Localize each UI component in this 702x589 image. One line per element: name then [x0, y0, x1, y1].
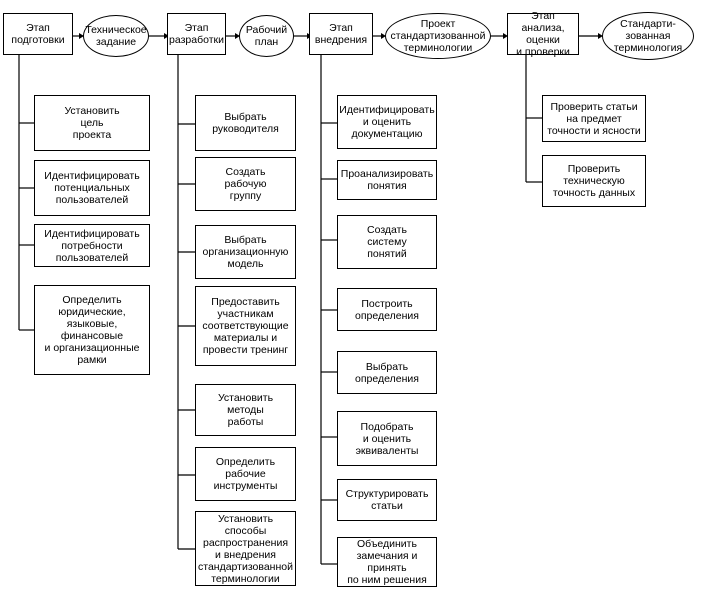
terms-of-reference-label: Техническое задание: [85, 24, 147, 48]
work-plan-oval: Рабочий план: [239, 15, 294, 57]
implementation-task-box: Построить определения: [337, 288, 437, 331]
preparation-task-label: Идентифицировать потенциальных пользоват…: [44, 170, 140, 206]
implementation-task-label: Создать систему понятий: [367, 224, 407, 260]
implementation-task-box: Выбрать определения: [337, 351, 437, 394]
implementation-task-box: Подобрать и оценить эквиваленты: [337, 411, 437, 466]
development-task-label: Выбрать руководителя: [212, 111, 279, 135]
development-task-box: Установить способы распространения и вне…: [195, 511, 296, 586]
preparation-task-label: Определить юридические, языковые, финанс…: [44, 294, 140, 366]
implementation-task-label: Построить определения: [355, 297, 419, 322]
stage-analysis-box: Этап анализа, оценки и проверки: [507, 10, 579, 58]
development-task-box: Выбрать организационную модель: [195, 225, 296, 279]
work-plan-label: Рабочий план: [245, 24, 288, 48]
implementation-task-label: Выбрать определения: [355, 360, 419, 385]
preparation-task-box: Идентифицировать потребности пользовател…: [34, 224, 150, 267]
implementation-task-box: Создать систему понятий: [337, 215, 437, 269]
implementation-task-label: Идентифицировать и оценить документацию: [339, 104, 435, 140]
development-task-label: Определить рабочие инструменты: [213, 456, 278, 492]
development-task-label: Предоставить участникам соответствующие …: [202, 296, 289, 356]
development-task-label: Создать рабочую группу: [224, 166, 267, 202]
preparation-task-box: Определить юридические, языковые, финанс…: [34, 285, 150, 375]
analysis-task-box: Проверить статьи на предмет точности и я…: [542, 95, 646, 142]
standardized-terminology-oval: Стандарти- зованная терминология: [602, 12, 694, 60]
terms-of-reference-oval: Техническое задание: [83, 15, 149, 57]
stage-development-box: Этап разработки: [167, 13, 226, 55]
development-task-label: Установить способы распространения и вне…: [198, 512, 293, 585]
stage-implementation-label: Этап внедрения: [314, 22, 368, 46]
development-task-box: Выбрать руководителя: [195, 95, 296, 151]
implementation-task-box: Структурировать статьи: [337, 479, 437, 521]
preparation-task-label: Идентифицировать потребности пользовател…: [44, 227, 140, 264]
development-task-box: Установить методы работы: [195, 384, 296, 436]
implementation-task-box: Проанализировать понятия: [337, 160, 437, 200]
draft-terminology-label: Проект стандартизованной терминологии: [390, 18, 486, 54]
stage-preparation-label: Этап подготовки: [11, 22, 65, 46]
implementation-task-box: Идентифицировать и оценить документацию: [337, 95, 437, 149]
development-task-label: Выбрать организационную модель: [202, 234, 289, 270]
development-task-box: Определить рабочие инструменты: [195, 447, 296, 501]
analysis-task-label: Проверить статьи на предмет точности и я…: [547, 100, 641, 137]
implementation-task-label: Проанализировать понятия: [340, 168, 434, 192]
preparation-task-box: Идентифицировать потенциальных пользоват…: [34, 160, 150, 216]
preparation-task-box: Установить цель проекта: [34, 95, 150, 151]
draft-terminology-oval: Проект стандартизованной терминологии: [385, 13, 491, 59]
stage-development-label: Этап разработки: [169, 22, 224, 46]
analysis-task-box: Проверить техническую точность данных: [542, 155, 646, 207]
stage-analysis-label: Этап анализа, оценки и проверки: [516, 10, 570, 58]
analysis-task-label: Проверить техническую точность данных: [552, 163, 636, 199]
implementation-task-label: Подобрать и оценить эквиваленты: [355, 420, 419, 457]
implementation-task-box: Объединить замечания и принять по ним ре…: [337, 537, 437, 587]
implementation-task-label: Структурировать статьи: [345, 488, 429, 512]
stage-preparation-box: Этап подготовки: [3, 13, 73, 55]
stage-implementation-box: Этап внедрения: [309, 13, 373, 55]
preparation-task-label: Установить цель проекта: [64, 105, 120, 141]
development-task-box: Создать рабочую группу: [195, 157, 296, 211]
standardized-terminology-label: Стандарти- зованная терминология: [613, 18, 683, 54]
development-task-label: Установить методы работы: [217, 392, 274, 428]
development-task-box: Предоставить участникам соответствующие …: [195, 286, 296, 366]
implementation-task-label: Объединить замечания и принять по ним ре…: [347, 538, 427, 586]
